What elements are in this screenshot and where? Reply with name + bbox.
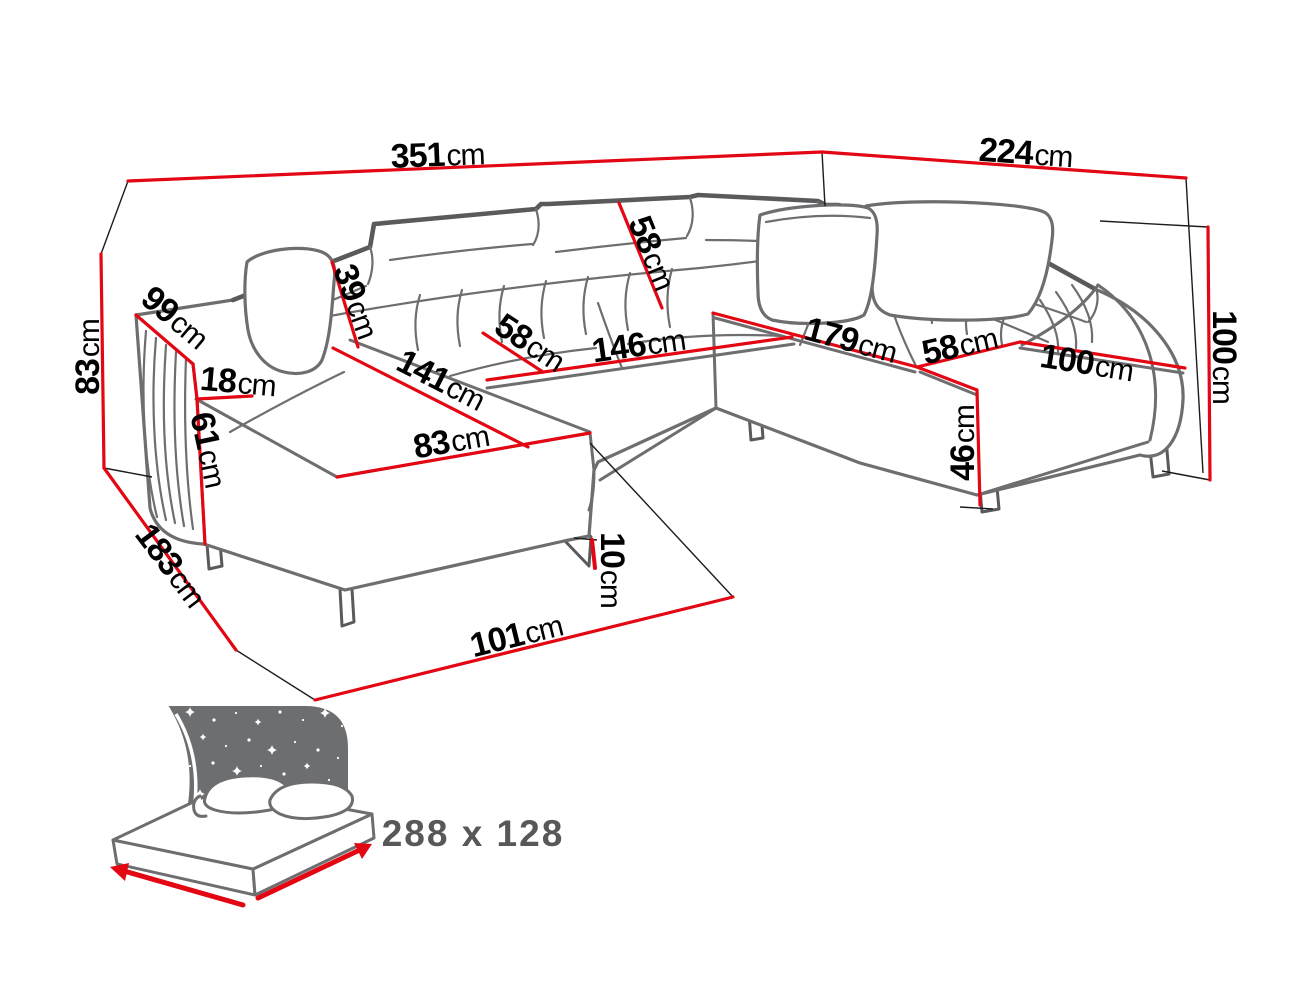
dimension-label-seat-depth-right: 58cm	[918, 318, 1000, 372]
dimension-line-height-back-left	[99, 252, 106, 470]
length-arrow-head	[354, 843, 372, 859]
dimension-line-total-depth-right	[820, 150, 1188, 180]
pillow	[864, 200, 1055, 322]
dimension-line-total-width	[126, 150, 824, 183]
armrest-pleats	[142, 329, 195, 531]
dimension-line-seat-depth-right	[915, 340, 1022, 369]
dimension-label-front-clearance: 101cm	[466, 606, 566, 666]
dimension-line-seat-height	[975, 388, 982, 507]
bed-pillow-fold	[192, 794, 208, 818]
dimension-unit: cm	[1093, 350, 1136, 389]
width-arrow-head	[110, 863, 129, 881]
dimension-unit: cm	[236, 367, 277, 403]
right-armrest-front-curve	[1096, 283, 1157, 442]
wing-end-edge	[1018, 346, 1185, 375]
dimension-label-armrest-width: 18cm	[199, 360, 278, 404]
dimension-label-height-back-left: 83cm	[69, 319, 107, 395]
pillow-fold	[764, 214, 872, 224]
back-tufting	[414, 267, 674, 352]
length-arrow	[255, 844, 369, 901]
dimension-value: 146	[589, 325, 648, 370]
dimension-line-leg-height	[590, 538, 597, 570]
dimension-value: 46	[944, 445, 982, 481]
crescent-moon-cut	[128, 702, 190, 838]
dimension-unit: cm	[1033, 139, 1073, 175]
dimension-label-leg-height: 10cm	[593, 532, 631, 608]
dimension-unit: cm	[521, 609, 566, 650]
corner-front-face-edge	[711, 311, 718, 410]
dimension-label-total-height: 100cm	[1205, 310, 1243, 404]
dimension-value: 100	[1205, 310, 1243, 364]
dimension-value: 18	[199, 360, 238, 401]
dimension-unit: cm	[1206, 366, 1239, 404]
dimension-line-armrest-width	[191, 362, 254, 401]
pillows	[243, 200, 1055, 376]
dimension-line-armrest-height	[195, 397, 207, 546]
dimension-unit: cm	[446, 138, 485, 172]
dimension-line-front-clearance	[313, 595, 735, 702]
dimension-line-wing-end-depth	[1018, 340, 1187, 370]
dimension-unit: cm	[191, 447, 231, 491]
dimension-line-backrest-depth	[617, 201, 664, 310]
dimension-label-wing-end-depth: 100cm	[1037, 337, 1136, 389]
middle-bottom-edge	[598, 406, 718, 482]
dimension-line-wing-front	[915, 365, 979, 392]
dimension-line-chaise-side-depth	[102, 466, 238, 652]
sofa-leg	[338, 587, 356, 628]
dimension-label-armrest-height: 61cm	[182, 409, 235, 491]
bed-pillow	[268, 780, 355, 821]
dimension-value: 83	[69, 359, 107, 395]
seat-cushion-front	[626, 333, 784, 346]
dimension-line-seat-width-middle	[485, 335, 794, 382]
wing-bottom-edge	[975, 440, 1150, 497]
dimension-unit: cm	[448, 420, 491, 459]
middle-front-edge	[485, 342, 796, 390]
dimension-label-chaise-width: 83cm	[410, 416, 491, 467]
dimension-label-seat-width-middle: 146cm	[589, 320, 687, 371]
dimension-unit: cm	[645, 324, 687, 362]
dimension-labels: 351cm 224cm 83cm 99cm 18cm 61cm 183cm 39…	[69, 131, 1243, 665]
dimension-label-seat-height: 46cm	[944, 405, 982, 481]
width-arrow	[121, 868, 246, 908]
dimension-line-seat-width-right	[711, 311, 919, 369]
extension-lines	[100, 151, 1211, 701]
wing-front-edge	[918, 370, 979, 397]
bed-size-arrows	[110, 843, 372, 908]
dimension-line-seat-depth-left	[481, 331, 545, 374]
dimension-value: 101	[466, 615, 527, 665]
dimension-value: 58	[918, 327, 962, 372]
headrest-cushion	[554, 196, 694, 254]
dimension-value: 100	[1037, 337, 1096, 383]
dimension-line-chaise-length	[331, 346, 530, 449]
headrest-cushion	[388, 207, 540, 262]
pillow	[243, 246, 337, 376]
corner-front-edge	[713, 316, 917, 374]
chaise-right-side	[587, 431, 596, 512]
dimension-lines	[99, 150, 1212, 702]
fold-out-bed	[111, 774, 376, 897]
dimension-value: 351	[390, 136, 445, 176]
sleeping-area-size: 288 x 128	[382, 813, 565, 854]
chaise-cushion-curve	[228, 370, 346, 434]
dimension-value: 83	[410, 423, 452, 467]
dimension-line-backrest-height	[330, 260, 360, 349]
dimension-unit: cm	[594, 570, 627, 608]
dimension-value: 61	[182, 409, 227, 452]
dimension-value: 224	[978, 131, 1035, 173]
chaise-left-edge	[194, 397, 339, 479]
dimension-line-total-height	[1206, 225, 1212, 482]
dimension-label-total-width: 351cm	[390, 134, 485, 176]
dimension-line-armrest-length	[134, 313, 195, 366]
sleeping-function-icon: 288 x 128	[110, 702, 565, 908]
dimension-unit: cm	[73, 319, 106, 357]
pillow	[755, 203, 879, 326]
dimension-label-total-depth-right: 224cm	[978, 131, 1074, 175]
dimension-value: 10	[593, 532, 631, 568]
dimension-line-chaise-width	[335, 431, 592, 479]
dimension-unit: cm	[948, 405, 981, 443]
chaise-back-edge	[348, 338, 592, 434]
